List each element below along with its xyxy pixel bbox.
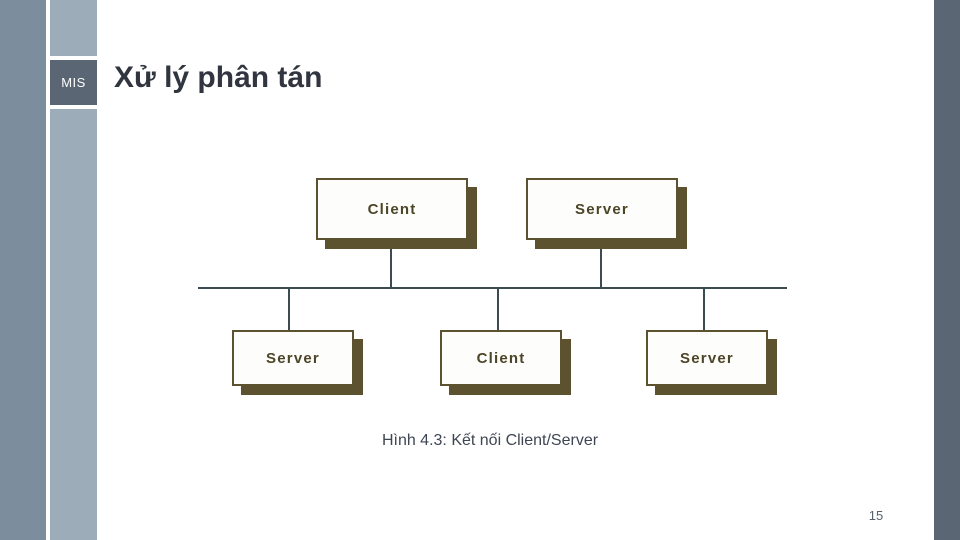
- node-top-server[interactable]: Server: [526, 178, 687, 249]
- connector-line: [288, 287, 290, 330]
- connector-line: [497, 287, 499, 330]
- sidebar-band-outer: [0, 0, 46, 540]
- node-label: Client: [367, 200, 417, 218]
- node-face: [316, 178, 468, 240]
- node-face: [232, 330, 354, 386]
- sidebar-band-gap-bottom: [50, 105, 97, 109]
- connector-line: [703, 287, 705, 330]
- node-face: [646, 330, 768, 386]
- node-label: Client: [476, 349, 526, 367]
- page-title: Xử lý phân tán: [114, 61, 323, 94]
- node-label: Server: [680, 349, 734, 367]
- node-bottom-client[interactable]: Client: [440, 330, 571, 395]
- sidebar-band-right: [934, 0, 960, 540]
- connector-line: [600, 249, 602, 287]
- node-bottom-server-2[interactable]: Server: [646, 330, 777, 395]
- mis-badge: MIS: [50, 60, 97, 105]
- bus-line: [198, 287, 787, 289]
- figure-caption: Hình 4.3: Kết nối Client/Server: [381, 432, 599, 449]
- connector-line: [390, 249, 392, 287]
- node-bottom-server-1[interactable]: Server: [232, 330, 363, 395]
- node-label: Server: [575, 200, 629, 218]
- node-face: [526, 178, 678, 240]
- page-number: 15: [868, 508, 884, 523]
- node-label: Server: [266, 349, 320, 367]
- mis-badge-label: MIS: [61, 75, 86, 90]
- node-top-client[interactable]: Client: [316, 178, 477, 249]
- node-face: [440, 330, 562, 386]
- sidebar-band-gap-top: [50, 56, 97, 60]
